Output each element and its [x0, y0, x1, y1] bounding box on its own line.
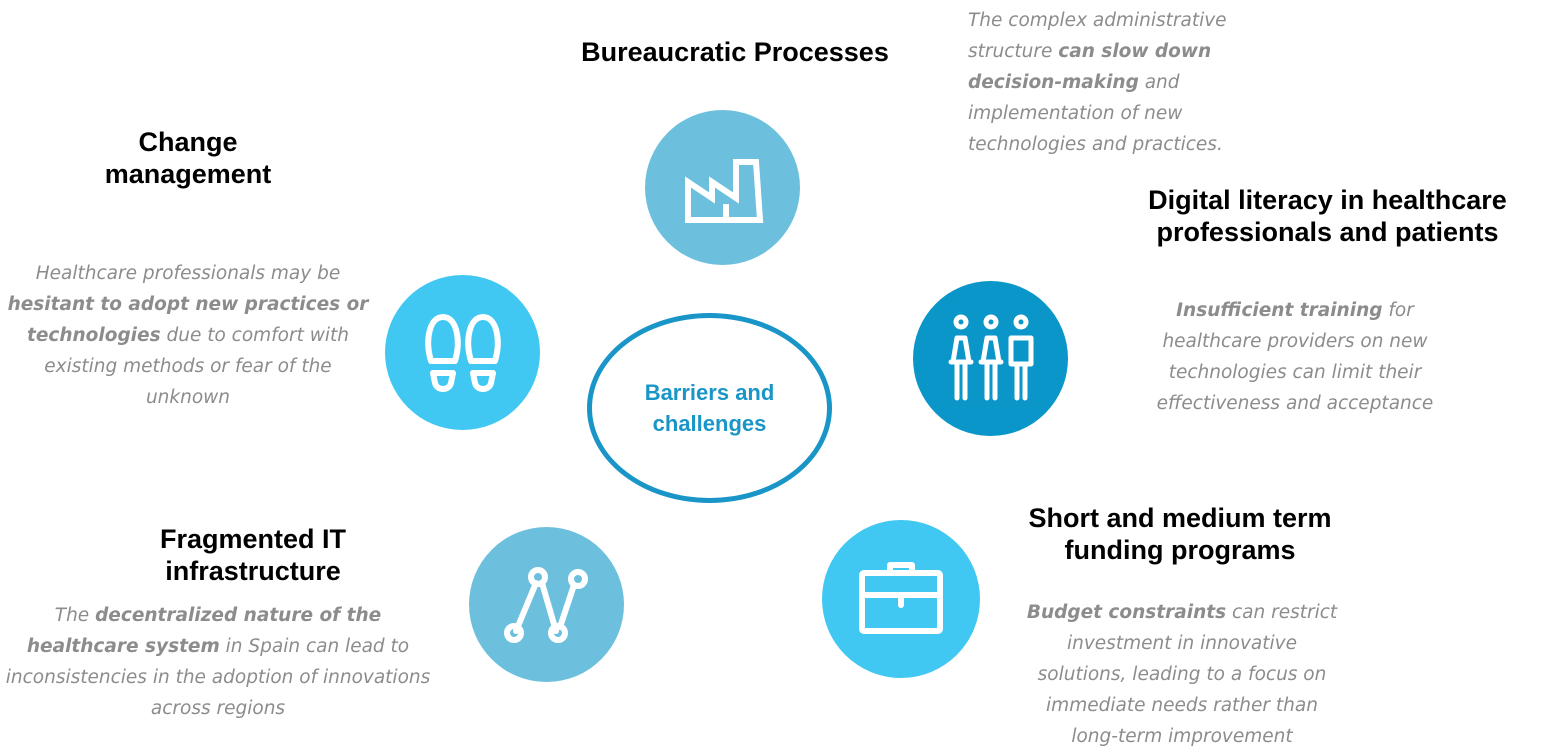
people-icon: [948, 314, 1033, 400]
change-circle: [385, 275, 540, 430]
fragmented-circle: [469, 527, 624, 682]
briefcase-icon: [859, 562, 943, 634]
funding-circle: [822, 520, 980, 678]
network-nodes-icon: [503, 566, 588, 643]
factory-icon: [684, 158, 763, 223]
center-label: Barriers and challenges: [644, 380, 775, 436]
digital-circle: [913, 281, 1068, 436]
change-description: Healthcare professionals may be hesitant…: [7, 263, 369, 408]
fragmented-emphasis: decentralized nature of the healthcare s…: [26, 605, 382, 657]
fragmented-title: Fragmented IT infrastructure: [159, 524, 347, 586]
center-hub: Barriers and challenges: [587, 313, 832, 503]
funding-emphasis: Budget constraints: [1026, 602, 1227, 623]
bureaucratic-emphasis: can slow down decision-making: [968, 41, 1212, 93]
change-emphasis: hesitant to adopt new practices or techn…: [7, 294, 369, 346]
funding-description: Budget constraints can restrict investme…: [1026, 602, 1338, 747]
digital-title: Digital literacy in healthcare professio…: [1148, 185, 1507, 247]
footprints-icon: [424, 313, 501, 392]
fragmented-description: The decentralized nature of the healthca…: [5, 605, 431, 719]
funding-title: Short and medium term funding programs: [1028, 503, 1332, 565]
change-title: Change management: [104, 127, 272, 189]
bureaucratic-circle: [645, 110, 800, 265]
bureaucratic-title: Bureaucratic Processes: [581, 37, 889, 67]
digital-emphasis: Insufficient training: [1176, 300, 1383, 321]
digital-description: Insufficient training for healthcare pro…: [1156, 300, 1434, 414]
bureaucratic-description: The complex administrative structure can…: [968, 10, 1227, 155]
